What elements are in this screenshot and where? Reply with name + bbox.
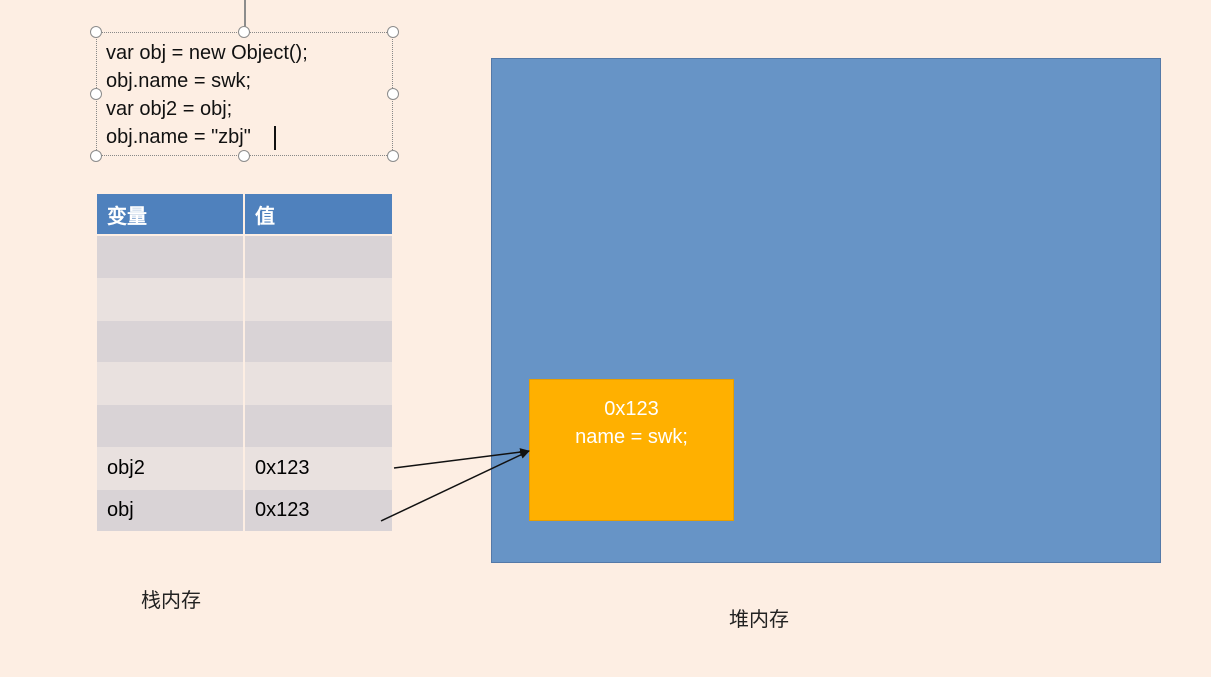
cell-value [245, 321, 392, 362]
code-line-2: obj.name = swk; [106, 70, 252, 92]
table-row [97, 278, 392, 321]
code-line-1: var obj = new Object(); [106, 42, 308, 64]
resize-handle-top-left[interactable] [90, 26, 102, 38]
cell-value: 0x123 [245, 490, 392, 531]
cell-variable [97, 236, 243, 278]
resize-handle-right[interactable] [387, 88, 399, 100]
cell-variable [97, 362, 243, 405]
cell-value [245, 362, 392, 405]
resize-handle-bottom-right[interactable] [387, 150, 399, 162]
cell-variable: obj2 [97, 447, 243, 490]
cell-value [245, 278, 392, 321]
header-value: 值 [245, 194, 392, 234]
heap-memory-caption: 堆内存 [729, 609, 789, 631]
stack-memory-caption: 栈内存 [141, 590, 201, 612]
resize-handle-top-right[interactable] [387, 26, 399, 38]
arrow-obj2-to-object [393, 448, 530, 469]
heap-object: 0x123 name = swk; [529, 379, 734, 521]
cell-variable [97, 278, 243, 321]
cell-variable [97, 321, 243, 362]
resize-handle-left[interactable] [90, 88, 102, 100]
code-line-3: var obj2 = obj; [106, 98, 233, 120]
cell-value [245, 236, 392, 278]
cell-value [245, 405, 392, 447]
rotation-handle-line [244, 0, 246, 32]
table-row [97, 362, 392, 405]
code-line-4: obj.name = "zbj" [106, 126, 251, 148]
table-row [97, 236, 392, 278]
arrow-obj-to-object [380, 450, 530, 522]
cell-variable [97, 405, 243, 447]
table-row [97, 321, 392, 362]
table-row [97, 405, 392, 447]
cell-variable: obj [97, 490, 243, 531]
object-property: name = swk; [575, 426, 688, 448]
table-header-row: 变量 值 [97, 194, 392, 234]
table-row: obj2 0x123 [97, 447, 392, 490]
table-row: obj 0x123 [97, 490, 392, 531]
resize-handle-bottom[interactable] [238, 150, 250, 162]
header-variable: 变量 [97, 194, 243, 234]
object-address: 0x123 [604, 398, 659, 420]
code-text-box[interactable]: var obj = new Object(); obj.name = swk; … [96, 32, 393, 156]
resize-handle-top[interactable] [238, 26, 250, 38]
resize-handle-bottom-left[interactable] [90, 150, 102, 162]
cell-value: 0x123 [245, 447, 392, 490]
text-caret [274, 126, 276, 150]
